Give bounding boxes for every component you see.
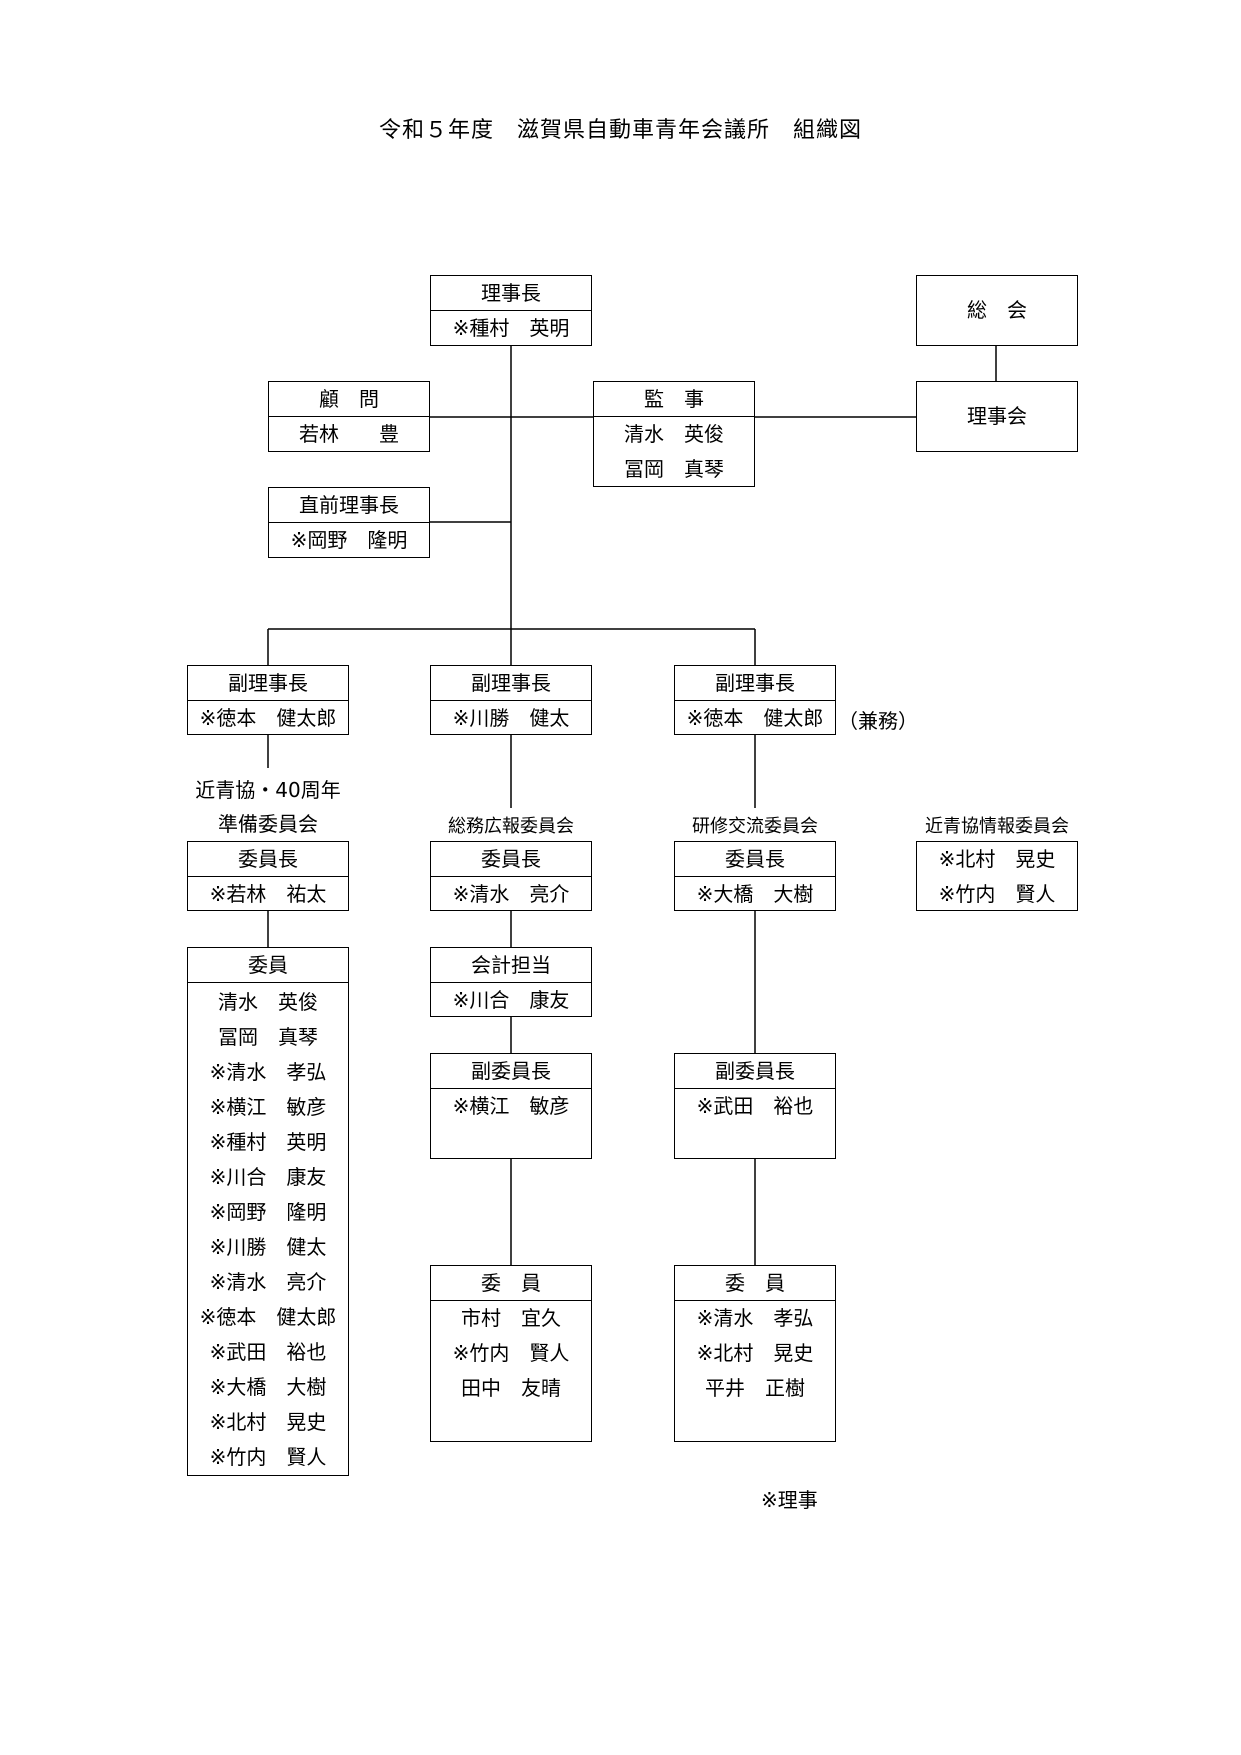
member-name: ※大橋 大樹: [209, 1375, 327, 1399]
committee-chair-box-2: 委員長 ※清水 亮介: [430, 841, 592, 911]
committee-members-box-3: 委 員 ※清水 孝弘 ※北村 晃史 平井 正樹: [674, 1265, 836, 1442]
committee-chair-box-3: 委員長 ※大橋 大樹: [674, 841, 836, 911]
box-header: 委 員: [675, 1266, 835, 1301]
box-label: 理事会: [967, 404, 1027, 428]
member-name: 若林 豊: [299, 422, 399, 446]
box-header: 理事長: [431, 276, 591, 311]
member-name: ※川合 康友: [452, 988, 570, 1012]
member-name: ※清水 亮介: [209, 1270, 327, 1294]
box-header: 委員長: [431, 842, 591, 877]
page-title: 令和５年度 滋賀県自動車青年会議所 組織図: [378, 118, 862, 143]
member-name: ※大橋 大樹: [696, 882, 814, 906]
box-header: 副理事長: [675, 666, 835, 701]
member-name: ※竹内 賢人: [938, 882, 1056, 906]
member-name: ※竹内 賢人: [209, 1445, 327, 1469]
committee-members-box-1: 委員 清水 英俊 冨岡 真琴 ※清水 孝弘 ※横江 敏彦 ※種村 英明 ※川合 …: [187, 947, 349, 1476]
box-header: 委員長: [675, 842, 835, 877]
box-header: 副理事長: [431, 666, 591, 701]
box-label: 総 会: [967, 298, 1027, 322]
member-name: ※北村 晃史: [938, 847, 1056, 871]
member-name: ※川勝 健太: [209, 1235, 327, 1259]
concurrent-note: （兼務）: [838, 709, 918, 733]
member-name: ※武田 裕也: [696, 1094, 814, 1118]
member-name: ※徳本 健太郎: [199, 706, 337, 730]
member-name: 冨岡 真琴: [218, 1025, 318, 1049]
member-name: 清水 英俊: [218, 990, 318, 1014]
committee-label-4: 近青協情報委員会: [925, 816, 1069, 837]
chairman-box: 理事長 ※種村 英明: [430, 275, 592, 346]
member-name: ※清水 孝弘: [209, 1060, 327, 1084]
member-name: ※徳本 健太郎: [199, 1305, 337, 1329]
member-name: ※横江 敏彦: [209, 1095, 327, 1119]
auditor-box: 監 事 清水 英俊 冨岡 真琴: [593, 381, 755, 487]
member-name: ※種村 英明: [452, 316, 570, 340]
vice-chair-box-2: 副委員長 ※横江 敏彦: [430, 1053, 592, 1159]
member-name: 平井 正樹: [705, 1376, 805, 1400]
member-name: 清水 英俊: [624, 422, 724, 446]
committee-label-1-line2: 準備委員会: [218, 812, 318, 836]
box-header: 顧 問: [269, 382, 429, 417]
past-chairman-box: 直前理事長 ※岡野 隆明: [268, 487, 430, 558]
box-header: 直前理事長: [269, 488, 429, 523]
box-header: 委員長: [188, 842, 348, 877]
vice-chairman-box-2: 副理事長 ※川勝 健太: [430, 665, 592, 735]
box-header: 副委員長: [675, 1054, 835, 1089]
general-assembly-box: 総 会: [916, 275, 1078, 346]
member-name: ※清水 亮介: [452, 882, 570, 906]
committee-members-box-2: 委 員 市村 宜久 ※竹内 賢人 田中 友晴: [430, 1265, 592, 1442]
member-name: ※岡野 隆明: [209, 1200, 327, 1224]
member-name: ※北村 晃史: [696, 1341, 814, 1365]
vice-chairman-box-3: 副理事長 ※徳本 健太郎: [674, 665, 836, 735]
member-name: ※種村 英明: [209, 1130, 327, 1154]
committee-label-3: 研修交流委員会: [692, 816, 818, 837]
vice-chairman-box-1: 副理事長 ※徳本 健太郎: [187, 665, 349, 735]
board-box: 理事会: [916, 381, 1078, 452]
member-name: ※竹内 賢人: [452, 1341, 570, 1365]
member-name: 市村 宜久: [461, 1306, 561, 1330]
box-header: 会計担当: [431, 948, 591, 983]
box-header: 委 員: [431, 1266, 591, 1301]
committee-label-2: 総務広報委員会: [448, 816, 574, 837]
committee-chair-box-1: 委員長 ※若林 祐太: [187, 841, 349, 911]
box-header: 副委員長: [431, 1054, 591, 1089]
committee-label-1-line1: 近青協・40周年: [195, 778, 341, 802]
treasurer-box: 会計担当 ※川合 康友: [430, 947, 592, 1017]
member-name: ※川合 康友: [209, 1165, 327, 1189]
member-name: ※横江 敏彦: [452, 1094, 570, 1118]
legend-note: ※理事: [761, 1488, 818, 1512]
member-name: ※徳本 健太郎: [686, 706, 824, 730]
member-name: ※岡野 隆明: [290, 528, 408, 552]
box-header: 監 事: [594, 382, 754, 417]
member-name: ※清水 孝弘: [696, 1306, 814, 1330]
committee-box-4: ※北村 晃史 ※竹内 賢人: [916, 841, 1078, 911]
member-name: ※川勝 健太: [452, 706, 570, 730]
member-name: 田中 友晴: [461, 1376, 561, 1400]
member-name: ※北村 晃史: [209, 1410, 327, 1434]
box-header: 副理事長: [188, 666, 348, 701]
box-header: 委員: [188, 948, 348, 983]
vice-chair-box-3: 副委員長 ※武田 裕也: [674, 1053, 836, 1159]
member-name: ※武田 裕也: [209, 1340, 327, 1364]
member-name: ※若林 祐太: [209, 882, 327, 906]
advisor-box: 顧 問 若林 豊: [268, 381, 430, 452]
member-name: 冨岡 真琴: [624, 457, 724, 481]
